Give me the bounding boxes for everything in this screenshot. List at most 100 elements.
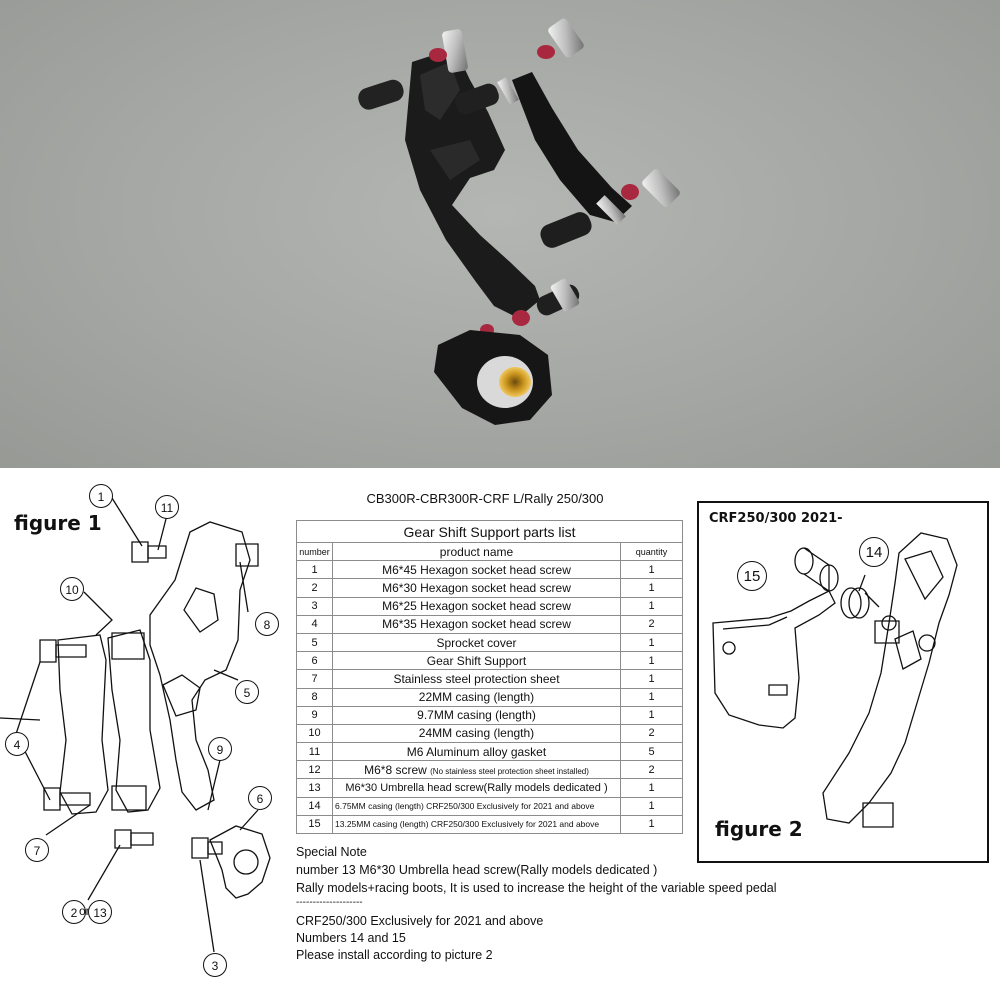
row-number: 8 — [296, 687, 333, 707]
figure2-panel: CRF250/300 2021- 15 14 figure 2 — [697, 501, 989, 863]
figure2-line-drawing — [712, 532, 958, 828]
row-name: 9.7MM casing (length) — [332, 705, 621, 725]
callout-14: 14 — [859, 537, 889, 567]
row-name: M6*25 Hexagon socket head screw — [332, 596, 621, 616]
row-number: 4 — [296, 614, 333, 634]
row-number: 9 — [296, 705, 333, 725]
parts-table: Gear Shift Support parts list number pro… — [295, 520, 684, 835]
row-number: 1 — [296, 560, 333, 580]
row-name: M6*35 Hexagon socket head screw — [332, 614, 621, 634]
row-quantity: 1 — [619, 651, 684, 671]
row-quantity: 1 — [619, 596, 684, 616]
parts-table-caption: Gear Shift Support parts list — [295, 520, 684, 543]
callout-or-label: or — [79, 904, 90, 918]
row-quantity: 1 — [619, 796, 684, 816]
special-note-heading: Special Note — [296, 845, 367, 859]
figure2-title: figure 2 — [715, 817, 803, 841]
callout-6: 6 — [248, 786, 272, 810]
header-number: number — [296, 541, 333, 562]
row-name: M6 Aluminum alloy gasket — [332, 742, 621, 762]
row-number: 10 — [296, 723, 333, 744]
row-quantity: 1 — [619, 578, 684, 598]
bronze-bushing — [499, 367, 531, 397]
callout-2: 2 — [62, 900, 86, 924]
figure1-title: figure 1 — [14, 511, 102, 535]
row-name: 6.75MM casing (length) CRF250/300 Exclus… — [332, 796, 621, 816]
figure2-heading: CRF250/300 2021- — [709, 511, 843, 526]
special-note-line: number 13 M6*30 Umbrella head screw(Rall… — [296, 863, 658, 877]
callout-9: 9 — [208, 737, 232, 761]
special-note-line: Please install according to picture 2 — [296, 948, 493, 962]
row-number: 6 — [296, 651, 333, 671]
row-quantity: 1 — [619, 778, 684, 798]
parts-table-header: number product name quantity — [296, 541, 684, 562]
row-quantity: 1 — [619, 560, 684, 580]
callout-13: 13 — [88, 900, 112, 924]
special-note-divider: -------------------- — [296, 897, 363, 908]
row-quantity: 1 — [619, 814, 684, 835]
row-name: M6*30 Hexagon socket head screw — [332, 578, 621, 598]
row-quantity: 2 — [619, 614, 684, 634]
row-name: Gear Shift Support — [332, 651, 621, 671]
row-quantity: 2 — [619, 723, 684, 744]
row-number: 2 — [296, 578, 333, 598]
row-quantity: 1 — [619, 632, 684, 653]
callout-15: 15 — [737, 561, 767, 591]
row-number: 3 — [296, 596, 333, 616]
row-number: 12 — [296, 760, 333, 780]
row-name: M6*30 Umbrella head screw(Rally models d… — [332, 778, 621, 798]
row-quantity: 1 — [619, 669, 684, 689]
exploded-bracket-render — [358, 18, 680, 425]
callout-8: 8 — [255, 612, 279, 636]
callout-7: 7 — [25, 838, 49, 862]
row-name-note: (No stainless steel protection sheet ins… — [430, 766, 589, 776]
row-name: M6*45 Hexagon socket head screw — [332, 560, 621, 580]
row-number: 14 — [296, 796, 333, 816]
callout-10: 10 — [60, 577, 84, 601]
bolts — [442, 18, 680, 312]
row-name-main: M6*8 screw — [364, 762, 427, 777]
header-quantity: quantity — [619, 541, 684, 562]
special-note-line: CRF250/300 Exclusively for 2021 and abov… — [296, 914, 544, 928]
row-number: 11 — [296, 742, 333, 762]
row-name: Stainless steel protection sheet — [332, 669, 621, 689]
row-name: 13.25MM casing (length) CRF250/300 Exclu… — [332, 814, 621, 835]
model-title: CB300R-CBR300R-CRF L/Rally 250/300 — [366, 491, 604, 506]
row-name: Sprocket cover — [332, 632, 621, 653]
row-number: 5 — [296, 632, 333, 653]
row-name: 24MM casing (length) — [332, 723, 621, 744]
callout-5: 5 — [235, 680, 259, 704]
row-number: 13 — [296, 778, 333, 798]
figure1-line-drawing — [0, 497, 271, 953]
special-note-line: Rally models+racing boots, It is used to… — [296, 881, 777, 895]
callout-3: 3 — [203, 953, 227, 977]
row-quantity: 5 — [619, 742, 684, 762]
parts-table-caption-row: Gear Shift Support parts list — [295, 520, 684, 543]
row-name: M6*8 screw (No stainless steel protectio… — [332, 760, 621, 780]
row-quantity: 1 — [619, 705, 684, 725]
special-note-line: Numbers 14 and 15 — [296, 931, 406, 945]
row-number: 7 — [296, 669, 333, 689]
product-render — [0, 0, 1000, 468]
row-name: 22MM casing (length) — [332, 687, 621, 707]
callout-1: 1 — [89, 484, 113, 508]
row-number: 15 — [296, 814, 333, 835]
header-product-name: product name — [332, 541, 621, 562]
row-quantity: 2 — [619, 760, 684, 780]
callout-11: 11 — [155, 495, 179, 519]
